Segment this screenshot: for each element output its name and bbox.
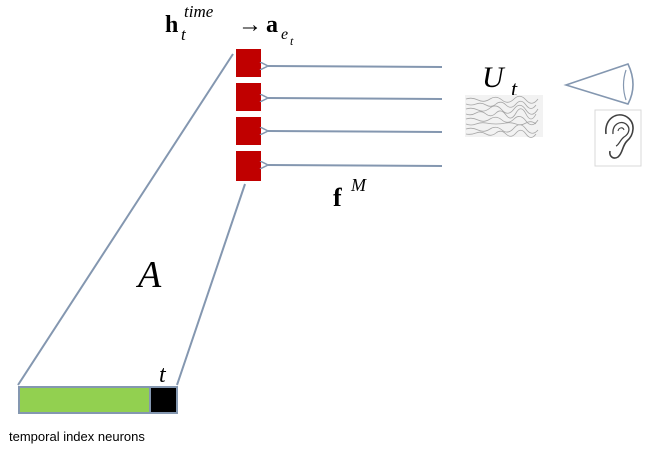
input-arrows <box>268 66 443 166</box>
input-arrow <box>268 98 443 99</box>
stimulus-label-subscript: t <box>511 76 518 101</box>
feature-label: f <box>333 183 342 212</box>
time-index-label: t <box>159 362 167 388</box>
ear-icon <box>594 109 642 167</box>
past-time-neurons <box>18 386 151 414</box>
connector-right-line <box>176 183 246 386</box>
input-arrow <box>268 66 443 67</box>
temporal-index-bar <box>18 386 178 414</box>
equation-a: a <box>266 12 278 38</box>
equation-arrow: → <box>238 12 262 38</box>
equation-a-subsubscript: t <box>290 34 294 48</box>
current-time-neuron <box>149 386 178 414</box>
temporal-index-caption: temporal index neurons <box>9 429 145 444</box>
connector-left-line <box>17 53 234 386</box>
equation-a-subscript: e <box>281 26 288 43</box>
hidden-unit <box>236 151 261 181</box>
stimulus-label: U <box>482 61 506 94</box>
matrix-label: A <box>135 254 162 296</box>
equation-h: h <box>165 12 178 38</box>
equation-h-subscript: t <box>181 25 187 44</box>
feature-label-superscript: M <box>350 175 367 195</box>
hidden-unit <box>236 83 261 111</box>
hidden-unit-column <box>236 49 261 181</box>
equation-h-superscript: time <box>184 2 214 21</box>
hidden-unit <box>236 49 261 77</box>
hidden-unit <box>236 117 261 145</box>
eye-icon <box>563 63 634 105</box>
noise-texture-icon <box>465 95 543 138</box>
input-arrow <box>268 131 443 132</box>
input-arrow <box>268 165 443 166</box>
